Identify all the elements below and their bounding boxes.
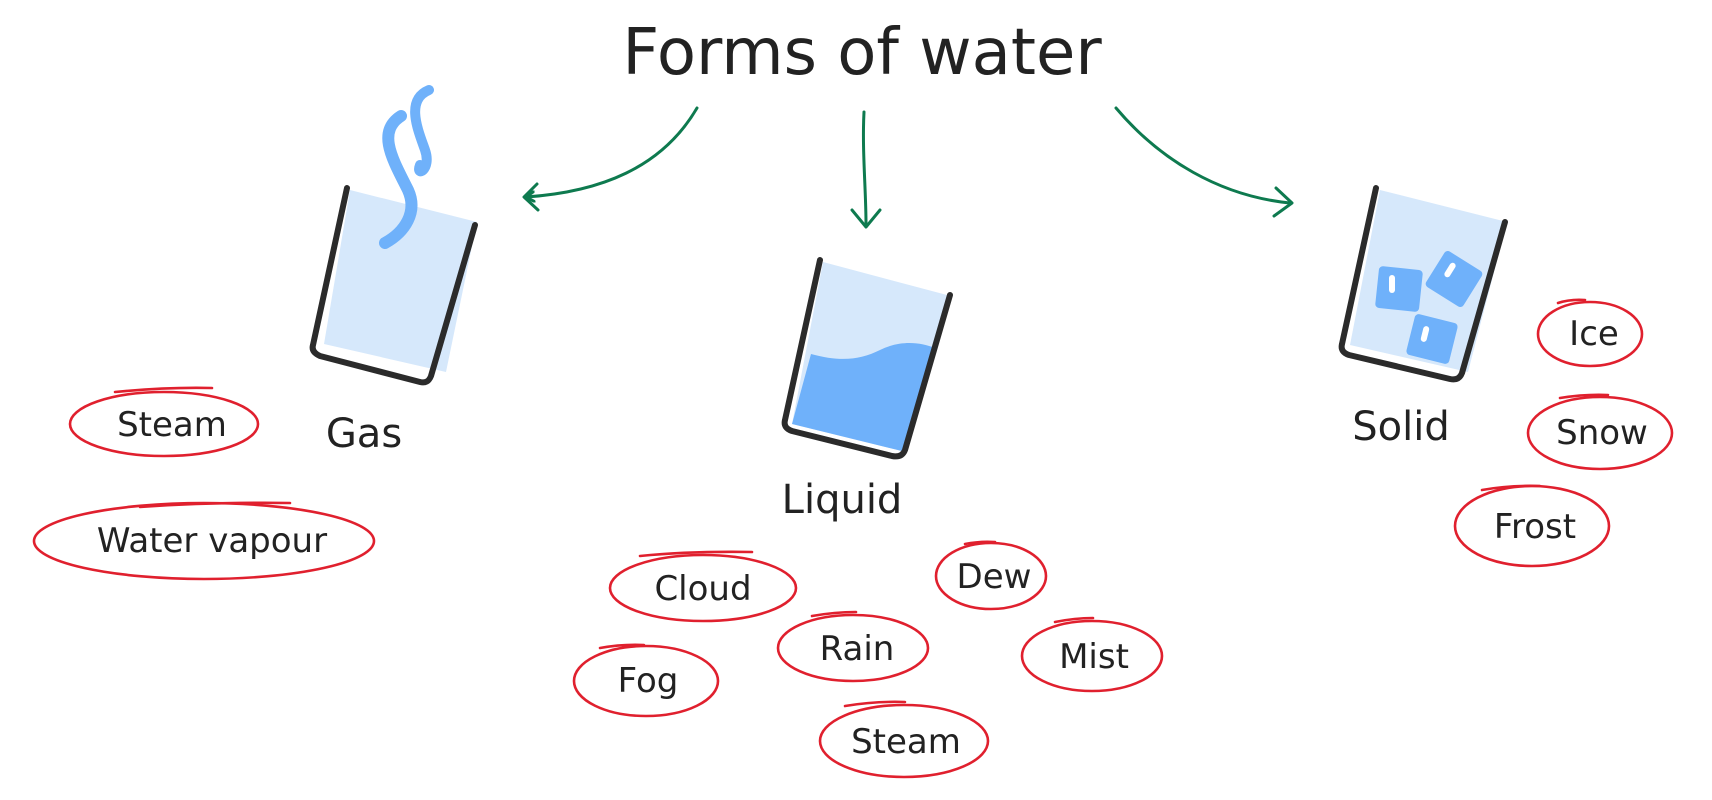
svg-text:Snow: Snow <box>1556 413 1648 453</box>
svg-text:Fog: Fog <box>618 661 679 701</box>
ice-cube-icon <box>1375 266 1423 312</box>
liquid-label: Liquid <box>782 477 903 523</box>
svg-text:Steam: Steam <box>117 405 227 445</box>
liquid-beaker-icon <box>781 257 953 460</box>
svg-text:Mist: Mist <box>1059 637 1129 677</box>
gas-beaker-icon <box>309 85 478 386</box>
arrow-to-solid <box>1114 106 1292 205</box>
solid-word-ice: Ice <box>1536 298 1644 368</box>
liquid-word-rain: Rain <box>776 610 930 683</box>
svg-text:Dew: Dew <box>957 557 1032 597</box>
liquid-word-cloud: Cloud <box>608 550 798 623</box>
svg-text:Frost: Frost <box>1494 507 1576 547</box>
arrow-to-gas-head <box>522 182 540 212</box>
diagram-title: Forms of water <box>622 16 1102 90</box>
gas-word-steam: Steam <box>68 386 260 458</box>
arrows <box>522 106 1294 229</box>
svg-text:Cloud: Cloud <box>654 569 751 609</box>
svg-text:Ice: Ice <box>1569 314 1619 354</box>
liquid-word-dew: Dew <box>934 540 1048 611</box>
liquid-word-steam: Steam <box>818 700 990 779</box>
liquid-word-fog: Fog <box>572 643 720 718</box>
solid-label: Solid <box>1352 404 1449 450</box>
gas-label: Gas <box>326 411 402 457</box>
liquid-word-mist: Mist <box>1020 616 1164 693</box>
solid-beaker-icon <box>1338 185 1508 383</box>
svg-text:Rain: Rain <box>820 629 895 669</box>
solid-word-snow: Snow <box>1526 393 1674 471</box>
steam-wisp-icon <box>379 110 418 249</box>
svg-text:Steam: Steam <box>851 722 961 762</box>
arrow-to-liquid-head <box>850 208 882 229</box>
svg-text:Water vapour: Water vapour <box>97 521 327 561</box>
arrow-to-gas <box>524 106 699 197</box>
arrow-to-solid-head <box>1272 186 1294 218</box>
solid-word-frost: Frost <box>1453 484 1611 568</box>
ice-cube-icon <box>1425 251 1483 307</box>
steam-wisp-icon <box>410 85 434 177</box>
ice-cube-icon <box>1406 314 1458 364</box>
gas-word-water-vapour: Water vapour <box>32 501 376 581</box>
arrow-to-liquid <box>861 110 868 226</box>
